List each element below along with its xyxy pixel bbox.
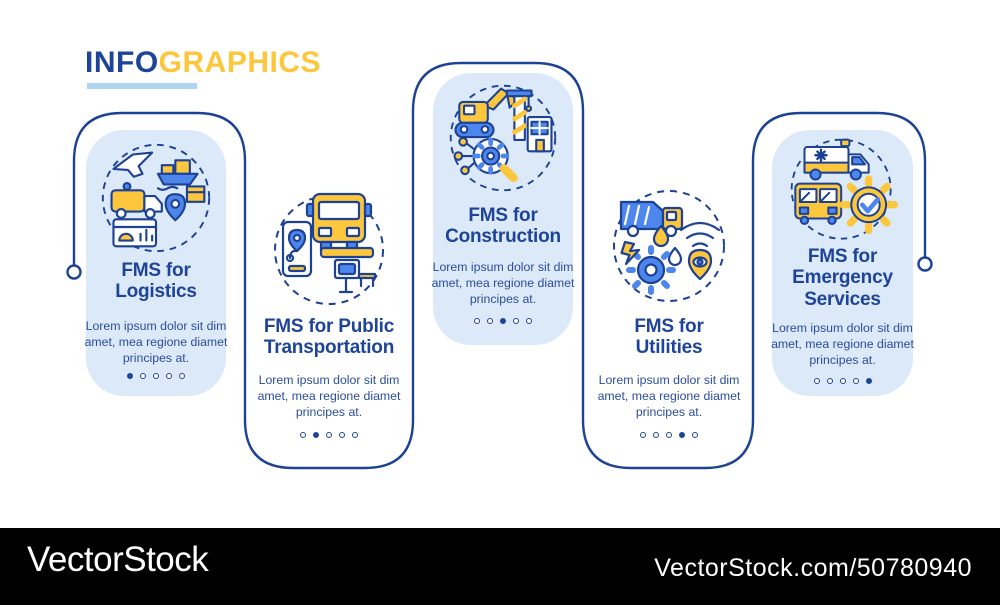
- pagination-dot: [513, 318, 519, 324]
- pagination-dots: [244, 432, 414, 438]
- pagination-dot: [326, 432, 332, 438]
- page-title: INFOGRAPHICS: [85, 46, 321, 80]
- pagination-dot: [487, 318, 493, 324]
- pagination-dot: [692, 432, 698, 438]
- pagination-dot: [653, 432, 659, 438]
- pagination-dots: [433, 318, 573, 324]
- pagination-dot: [140, 373, 146, 379]
- timeline-endpoint-right-icon: [917, 256, 933, 272]
- card-title: FMS for Logistics: [115, 260, 197, 303]
- pagination-dot: [852, 378, 859, 384]
- card-public-transportation: FMS for Public Transportation Lorem ipsu…: [244, 170, 414, 468]
- pagination-dot: [640, 432, 646, 438]
- construction-icon: [446, 81, 560, 195]
- pagination-dot: [813, 378, 820, 384]
- card-title: FMS for Utilities: [634, 316, 704, 359]
- public-transportation-icon: [269, 186, 389, 306]
- card-construction: FMS for Construction Lorem ipsum dolor s…: [432, 73, 574, 345]
- watermark-bar: VectorStock VectorStock.com/50780940: [0, 528, 1000, 605]
- pagination-dot: [300, 432, 306, 438]
- pagination-dot-active: [500, 318, 506, 324]
- pagination-dot: [339, 432, 345, 438]
- logistics-icon: [98, 140, 214, 256]
- card-description: Lorem ipsum dolor sit dim amet, mea regi…: [597, 373, 741, 420]
- utilities-icon: [609, 186, 729, 306]
- pagination-dots: [585, 432, 753, 438]
- card-utilities: FMS for Utilities Lorem ipsum dolor sit …: [585, 170, 753, 468]
- card-title: FMS for Emergency Services: [792, 246, 893, 310]
- pagination-dot: [839, 378, 846, 384]
- pagination-dot-active: [865, 378, 872, 384]
- pagination-dot: [166, 373, 172, 379]
- pagination-dot: [352, 432, 358, 438]
- timeline-endpoint-left-icon: [66, 264, 82, 280]
- title-underline: [87, 83, 197, 89]
- emergency-services-icon: [788, 136, 898, 246]
- timeline-connector-path: [72, 61, 927, 470]
- pagination-dots: [86, 373, 226, 379]
- card-description: Lorem ipsum dolor sit dim amet, mea regi…: [771, 321, 914, 368]
- pagination-dot: [526, 318, 532, 324]
- card-description: Lorem ipsum dolor sit dim amet, mea regi…: [84, 319, 228, 366]
- card-title: FMS for Public Transportation: [263, 316, 395, 359]
- pagination-dot: [179, 373, 185, 379]
- page-title-info: INFO: [85, 46, 159, 79]
- card-title: FMS for Construction: [445, 205, 561, 248]
- pagination-dots: [772, 378, 913, 384]
- pagination-dot-active: [679, 432, 685, 438]
- card-logistics: FMS for Logistics Lorem ipsum dolor sit …: [85, 130, 227, 396]
- pagination-dot: [666, 432, 672, 438]
- card-description: Lorem ipsum dolor sit dim amet, mea regi…: [257, 373, 401, 420]
- pagination-dot-active: [313, 432, 319, 438]
- card-emergency-services: FMS for Emergency Services Lorem ipsum d…: [771, 130, 914, 396]
- pagination-dot: [153, 373, 159, 379]
- pagination-dot-active: [127, 373, 133, 379]
- card-description: Lorem ipsum dolor sit dim amet, mea regi…: [431, 260, 575, 307]
- pagination-dot: [474, 318, 480, 324]
- page-title-graphics: GRAPHICS: [158, 46, 322, 79]
- pagination-dot: [826, 378, 833, 384]
- watermark-brand: VectorStock: [27, 540, 209, 579]
- watermark-credit: VectorStock.com/50780940: [654, 554, 972, 582]
